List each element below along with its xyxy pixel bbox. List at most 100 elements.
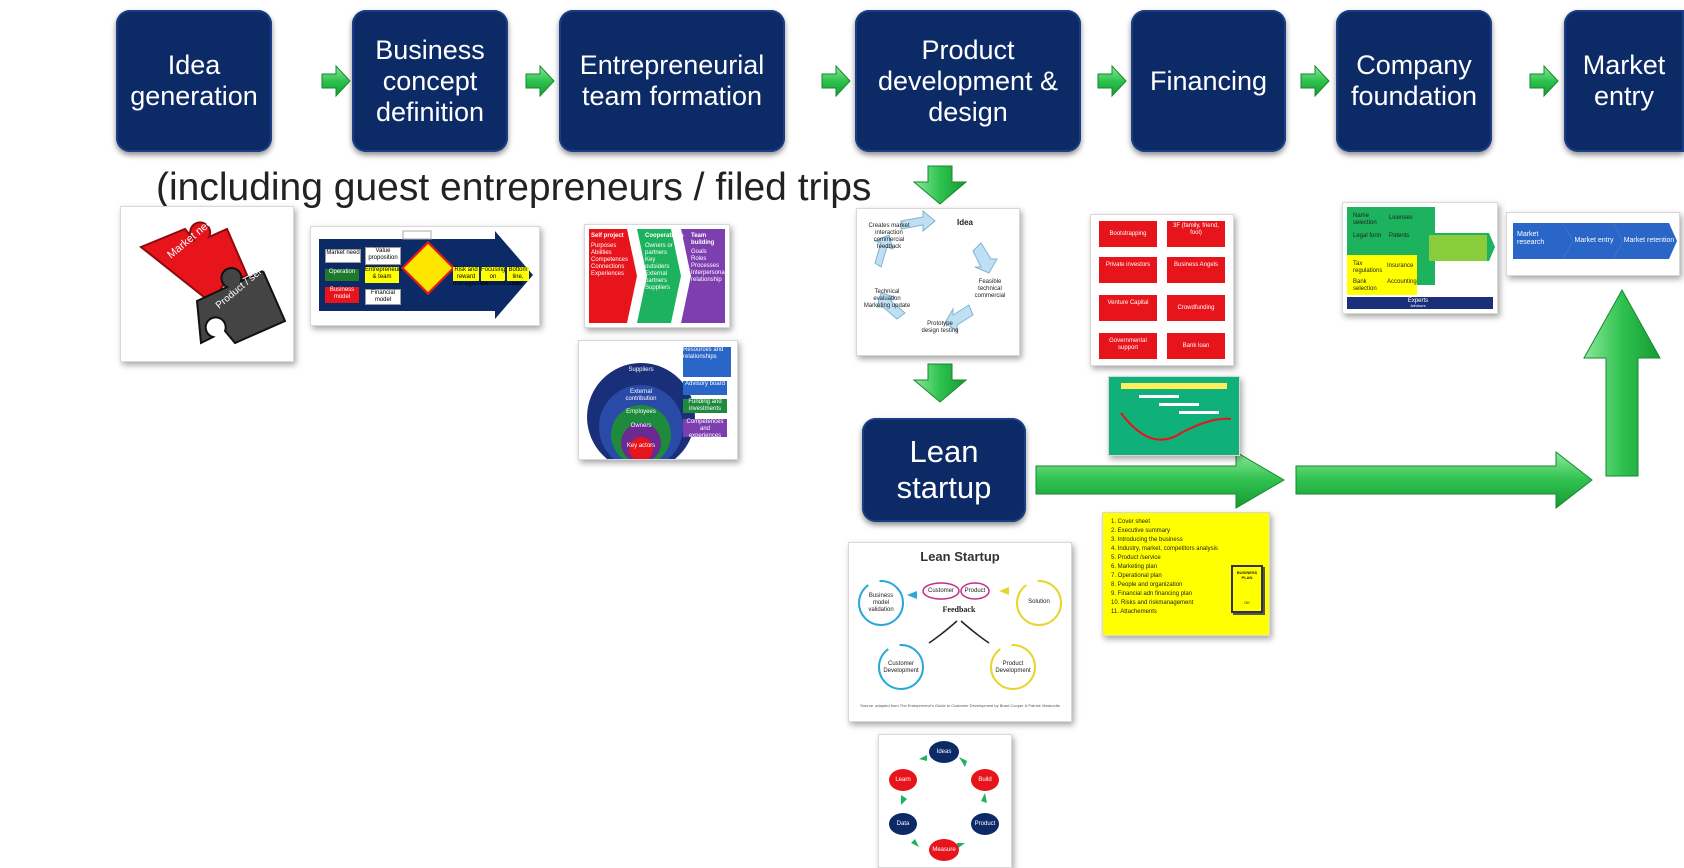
- ring-label: Employees: [626, 409, 656, 415]
- team-chevrons: [589, 229, 725, 323]
- financing-chart-card: [1108, 376, 1240, 456]
- plan-item: 2. Executive summary: [1111, 528, 1171, 534]
- team-item: Suppliers: [645, 285, 671, 291]
- market-step: Market retention: [1623, 237, 1675, 244]
- foundation-cell: Patents: [1389, 233, 1410, 239]
- stage-label: Lean startup: [896, 434, 992, 505]
- plan-item: 6. Marketing plan: [1111, 564, 1158, 570]
- foundation-graphic: [1347, 207, 1495, 309]
- arrow-right-icon: [1300, 64, 1330, 98]
- plan-book-icon: BUSINESS PLAN OK: [1231, 565, 1263, 613]
- plan-item: 4. Industry, market, competitors analysi…: [1111, 546, 1218, 552]
- team-item: External partners: [645, 271, 668, 284]
- build-cycle-graphic: [901, 755, 987, 849]
- stage-entrepreneurial-team-formation: Entrepreneurial team formation: [559, 10, 785, 152]
- circles-note: Funding and investments: [683, 399, 727, 413]
- market-card: Market research Market entry Market rete…: [1506, 212, 1680, 276]
- plan-item: 8. People and organization: [1111, 582, 1183, 588]
- lean-node: Product Development: [995, 661, 1031, 674]
- team-item: Processes: [691, 263, 720, 269]
- cycle-node-ideas: Ideas: [929, 741, 959, 763]
- arrow-right-icon: [1529, 64, 1559, 98]
- plan-item: 7. Operational plan: [1111, 573, 1162, 579]
- cycle-node-learn: Learn: [889, 769, 917, 791]
- team-item: Roles: [691, 256, 707, 262]
- stage-label: Company foundation: [1350, 50, 1478, 111]
- lean-node: Solution: [1028, 599, 1050, 605]
- cycle-node: Feasible technical commercial: [974, 279, 1006, 299]
- stage-market-entry: Market entry: [1564, 10, 1684, 152]
- plan-item: 10. Risks and riskmanagement: [1111, 600, 1194, 606]
- circles-note: Advisory board: [683, 381, 727, 395]
- concept-cell: Value proposition: [365, 247, 401, 265]
- foundation-cell: Licenses: [1389, 215, 1413, 221]
- team-item: Competences: [591, 257, 629, 263]
- stage-label: Market entry: [1582, 50, 1666, 111]
- cycle-node-product: Product: [971, 813, 999, 835]
- lean-cycle-graphic: [858, 580, 1062, 690]
- financing-cell: Venture Capital: [1099, 295, 1157, 321]
- business-plan-card: 1. Cover sheet 2. Executive summary 3. I…: [1102, 512, 1270, 636]
- stage-financing: Financing: [1131, 10, 1286, 152]
- stage-label: Financing: [1149, 65, 1268, 96]
- financing-cell: Business Angels: [1167, 257, 1225, 283]
- plan-item: 1. Cover sheet: [1111, 519, 1151, 525]
- lean-node: Product: [964, 588, 986, 594]
- concept-cell: Market need: [325, 249, 361, 263]
- financing-cell: Private investors: [1099, 257, 1157, 283]
- cycle-center: Idea: [957, 218, 974, 227]
- financing-cell: Bank loan: [1167, 333, 1225, 359]
- plan-item: 11. Attachements: [1111, 609, 1157, 615]
- foundation-cell: Bank selection: [1353, 279, 1377, 292]
- arrow-right-icon: [321, 64, 351, 98]
- foundation-cell: Experts: [1407, 298, 1429, 304]
- circles-graphic: [587, 363, 695, 459]
- market-chevrons: [1513, 223, 1677, 259]
- long-arrow-right-icon: [1295, 450, 1593, 510]
- financing-card: Bootstrapping 3F (family, friend, fool) …: [1090, 214, 1234, 366]
- stage-label: Idea generation: [130, 50, 258, 111]
- ring-label: External contribution: [625, 389, 657, 402]
- cycle-node-build: Build: [971, 769, 999, 791]
- lean-node: Customer Development: [883, 661, 919, 674]
- ring-label: Key actors: [626, 443, 656, 449]
- concept-cell: Entrepreneurial & team: [365, 267, 406, 283]
- stage-idea-generation: Idea generation: [116, 10, 272, 152]
- lean-diagram-card: Lean Startup Business model validation C…: [848, 542, 1072, 722]
- team-item: Interpersonal relationship: [691, 270, 727, 283]
- cycle-arrows: [873, 209, 998, 332]
- arrow-down-icon: [912, 363, 968, 403]
- stage-business-concept-definition: Business concept definition: [352, 10, 508, 152]
- lean-feedback-label: Feedback: [942, 605, 976, 614]
- team-column-title: Team building: [691, 233, 715, 246]
- build-cycle-card: Ideas Build Product Measure Data Learn: [878, 734, 1012, 868]
- stage-lean-startup: Lean startup: [862, 418, 1026, 522]
- team-item: Purposes: [591, 243, 617, 249]
- lean-node: Business model validation: [868, 593, 894, 613]
- team-column-title: Cooperations: [645, 233, 684, 239]
- foundation-cell: Legal form: [1353, 233, 1382, 239]
- concept-cell: Risk and reward management: [453, 267, 489, 287]
- concept-cell: Business model: [325, 287, 359, 303]
- arrow-right-icon: [821, 64, 851, 98]
- foundation-cell: Advisors: [1410, 303, 1426, 308]
- puzzle-card: Market need Product / service offer: [120, 206, 294, 362]
- foundation-cell: Accounting: [1387, 279, 1417, 285]
- team-column-title: Self project: [591, 233, 624, 239]
- ring-label: Owners: [630, 423, 652, 429]
- concept-cell: Operation: [325, 269, 359, 281]
- arrow-right-icon: [525, 64, 555, 98]
- cycle-node-data: Data: [889, 813, 917, 835]
- financing-cell: Bootstrapping: [1099, 221, 1157, 247]
- circles-card: Suppliers External contribution Employee…: [578, 340, 738, 460]
- idea-cycle-card: Idea Feasible technical commercial Proto…: [856, 208, 1020, 356]
- stage-product-development-design: Product development & design: [855, 10, 1081, 152]
- cycle-node: Prototype design testing: [921, 321, 959, 334]
- financing-cell: Governmental support: [1099, 333, 1157, 359]
- ring-label: Suppliers: [628, 367, 654, 373]
- arrow-up-icon: [1583, 288, 1661, 477]
- circles-note: Competences and experiences: [683, 419, 727, 439]
- cycle-node: Technical evaluation Marketing update: [863, 289, 911, 309]
- stage-company-foundation: Company foundation: [1336, 10, 1492, 152]
